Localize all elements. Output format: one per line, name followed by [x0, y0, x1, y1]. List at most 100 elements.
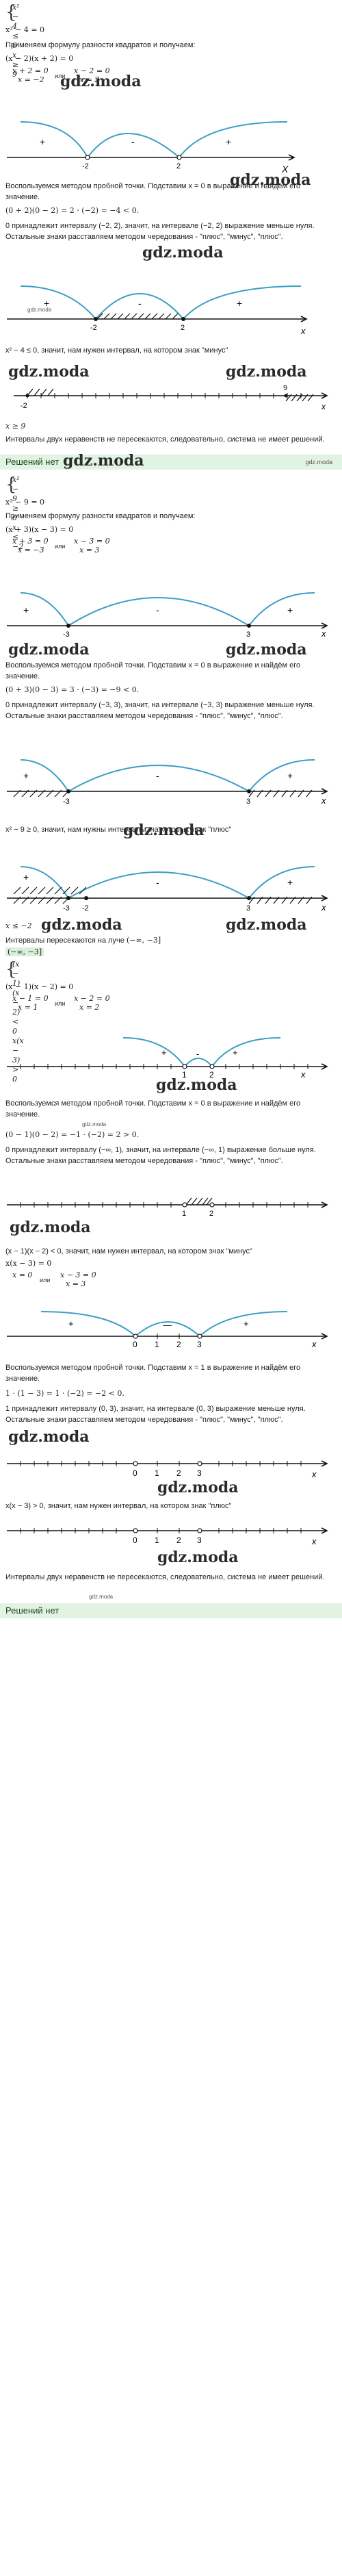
sign-label: + — [40, 136, 45, 147]
sign-label: + — [44, 298, 49, 309]
number-line-2: -2 2 + - + x — [7, 285, 308, 336]
number-line-4: -3 3 + - + x — [7, 592, 328, 639]
point-marker — [66, 624, 70, 628]
test-point-3: Воспользуемся методом пробной точки. Под… — [5, 1099, 301, 1119]
point-label: 2 — [176, 1468, 181, 1478]
point-label: -2 — [21, 402, 27, 410]
point-marker — [133, 1528, 138, 1533]
ticks — [20, 1528, 302, 1533]
point-label: 1 — [155, 1535, 159, 1545]
equation-1: x² − 4 = 0 — [5, 25, 45, 34]
formula-note-1: Применяем формулу разности квадратов и п… — [5, 41, 196, 49]
axis-label: X — [281, 164, 289, 175]
ticks — [20, 1202, 308, 1208]
watermark: gdz.moda — [123, 821, 205, 839]
sign-label: - — [196, 1049, 199, 1059]
watermark: gdz.moda — [142, 244, 224, 262]
watermark: gdz.moda — [156, 1076, 237, 1094]
axis-label: x — [321, 402, 326, 411]
root-1b-val: x = 2 — [79, 75, 100, 84]
watermark: gdz.moda — [157, 1548, 239, 1566]
or-word: или — [40, 1277, 51, 1284]
point-label: 2 — [176, 1340, 181, 1349]
calc-1: (0 + 2)(0 − 2) = 2 · (−2) = −4 < 0. — [5, 206, 140, 215]
watermark: gdz.moda — [226, 641, 307, 659]
point-marker — [182, 1202, 187, 1208]
point-label: 3 — [197, 1468, 202, 1478]
sign-label: - — [156, 770, 159, 781]
axis-arrow — [300, 316, 308, 322]
sign-label: + — [287, 604, 293, 615]
point-marker — [209, 1202, 215, 1208]
axis-arrow — [321, 392, 328, 399]
ticks — [20, 1064, 308, 1069]
need-interval-1: x² − 4 ≤ 0, значит, нам нужен интервал, … — [5, 346, 228, 355]
curve-right — [248, 592, 315, 626]
curve-middle — [68, 597, 250, 626]
axis-arrow — [288, 154, 295, 161]
sign-label: + — [237, 298, 242, 309]
number-line-8: 1 2 — [7, 1197, 328, 1218]
or-word: или — [55, 73, 66, 79]
curve-left — [40, 1311, 136, 1337]
point-label: -3 — [63, 904, 70, 913]
point-label: 1 — [155, 1340, 159, 1349]
interval-note-3: 0 принадлежит интервалу (−∞, 1), значит,… — [5, 1146, 316, 1165]
curve-middle — [135, 1321, 200, 1337]
axis-arrow — [321, 1201, 328, 1208]
intersection-ray-text: Интервалы пересекаются на луче (−∞, −3] — [5, 935, 337, 946]
ray-label: Интервалы пересекаются на луче — [5, 936, 124, 945]
point-label: 2 — [209, 1210, 213, 1218]
answer-1: Решений нет gdz.moda — [0, 455, 342, 470]
ticks — [20, 1461, 302, 1466]
axis-arrow — [321, 1460, 328, 1467]
number-line-9: 0 1 2 3 + — + x — [7, 1311, 328, 1349]
no-intersection-3: Интервалы двух неравенств не пересекаютс… — [5, 1573, 325, 1581]
point-marker — [247, 624, 251, 628]
curve-right — [248, 759, 315, 792]
point-label: 3 — [246, 630, 250, 639]
number-line-10: 0 1 2 3 x — [7, 1460, 328, 1479]
point-label: 0 — [133, 1468, 137, 1478]
factored-1: (x − 2)(x + 2) = 0 — [5, 54, 74, 63]
axis-label: x — [300, 326, 306, 336]
point-marker — [182, 1064, 187, 1069]
factored-2: (x + 3)(x − 3) = 0 — [5, 525, 74, 534]
point-marker — [247, 896, 251, 900]
no-intersection-1: Интервалы двух неравенств не пересекаютс… — [5, 435, 325, 444]
root-1a-eq: x + 2 = 0 — [12, 66, 49, 75]
watermark: gdz.moda — [226, 916, 307, 934]
sign-label: + — [23, 604, 29, 615]
point-label: 0 — [133, 1340, 137, 1349]
need-interval-2: x² − 9 ≥ 0, значит, нам нужны интервалы,… — [5, 826, 232, 834]
sign-label: + — [226, 136, 231, 147]
axis-arrow — [321, 788, 328, 795]
watermark: gdz.moda — [63, 452, 144, 470]
point-label: 0 — [133, 1535, 137, 1545]
point-label: -3 — [63, 798, 70, 806]
number-line-6: -3 -2 3 + - + x — [7, 866, 328, 913]
or-word: или — [55, 1000, 66, 1007]
watermark: gdz.moda — [157, 1479, 239, 1496]
point-marker — [176, 155, 182, 160]
point-marker — [209, 1064, 215, 1069]
ray-value-inline: (−∞, −3] — [126, 936, 161, 945]
sign-label: + — [287, 877, 293, 888]
point-marker — [247, 789, 251, 793]
watermark-small: gdz.moda — [27, 307, 52, 313]
root-1a-val: x = −2 — [18, 75, 44, 84]
watermark-small: gdz.moda — [89, 1594, 114, 1600]
curve-middle — [68, 765, 250, 792]
curve-right — [199, 1311, 288, 1337]
curve-middle — [87, 133, 180, 158]
root-3a-val: x = 1 — [18, 1003, 38, 1012]
test-point-4: Воспользуемся методом пробной точки. Под… — [5, 1364, 301, 1383]
hatching — [96, 313, 179, 320]
system-2-line-2: x ≤ −2 — [12, 523, 24, 551]
equation-4: x(x − 3) = 0 — [5, 1259, 52, 1268]
number-line-11: 0 1 2 3 x — [7, 1527, 328, 1546]
point-marker — [181, 317, 185, 321]
point-marker — [85, 155, 90, 160]
